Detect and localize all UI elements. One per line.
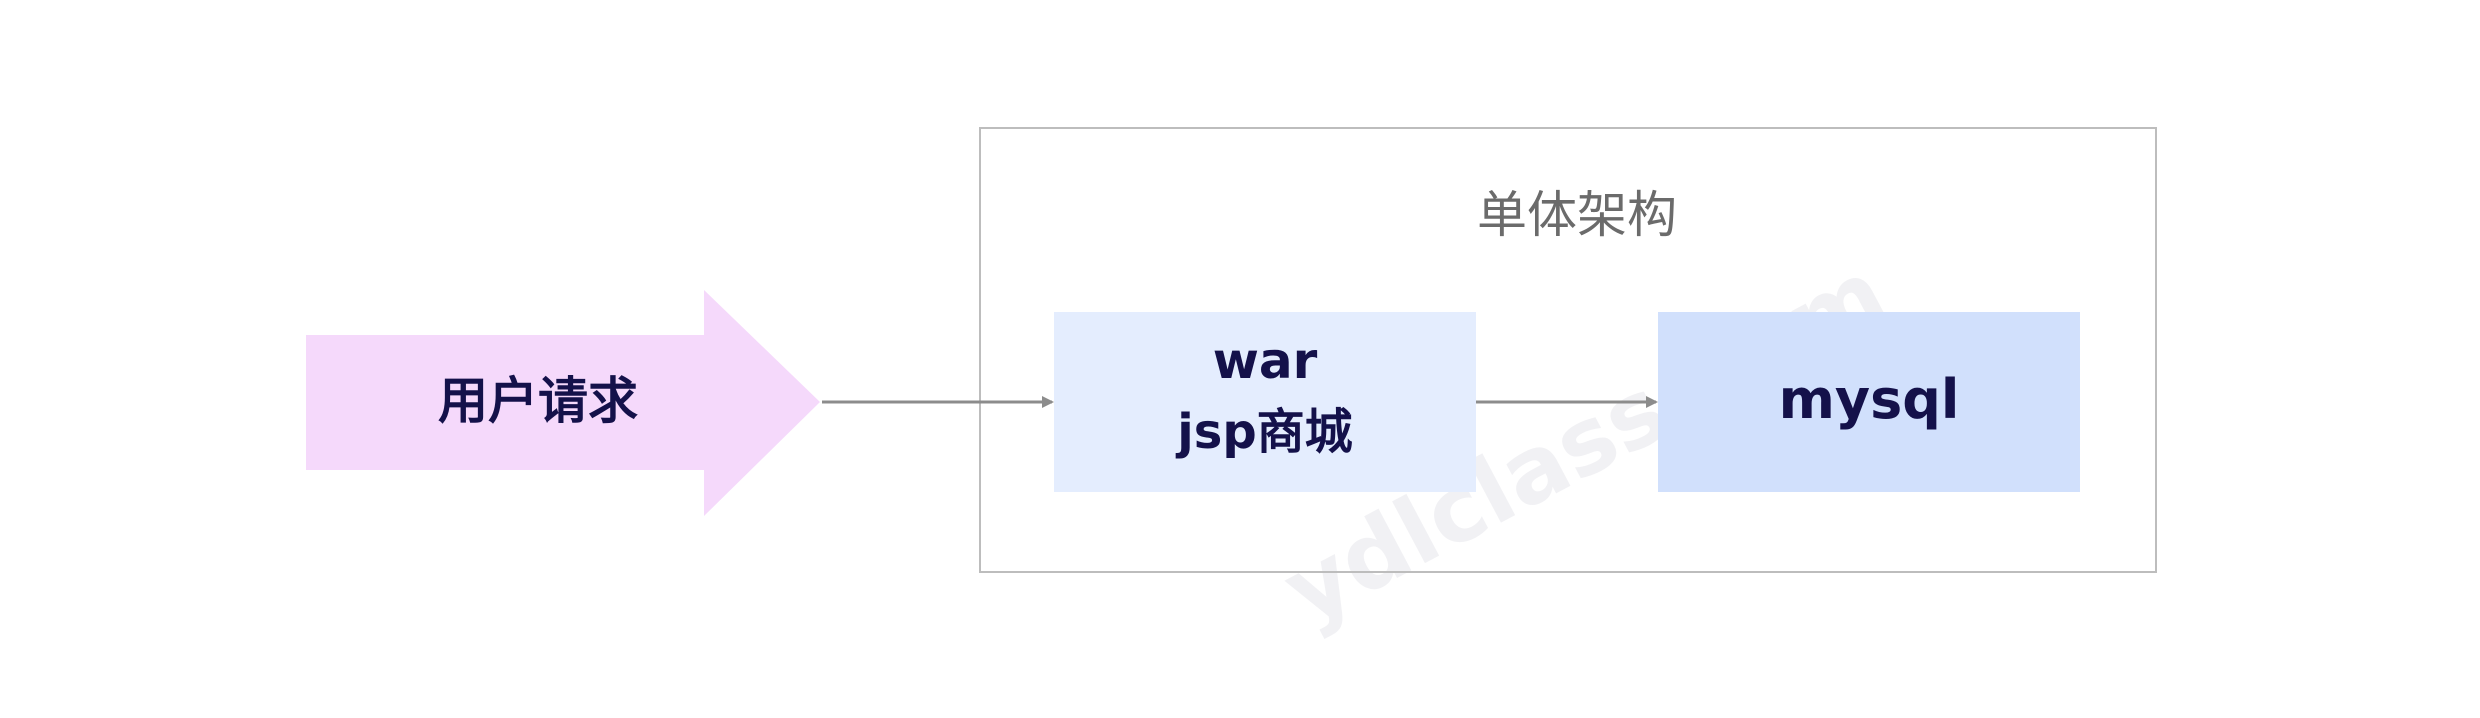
- user-request-label: 用户请求: [438, 372, 638, 430]
- app-box-line1: war: [1213, 332, 1318, 390]
- app-box-line2: jsp商城: [1175, 404, 1352, 460]
- db-box: [1658, 312, 2080, 492]
- container-title: 单体架构: [1477, 186, 1677, 244]
- monolith-container: [979, 127, 2157, 573]
- user-request-arrow: [306, 290, 820, 516]
- db-box-label: mysql: [1779, 368, 1960, 431]
- app-box: [1054, 312, 1476, 492]
